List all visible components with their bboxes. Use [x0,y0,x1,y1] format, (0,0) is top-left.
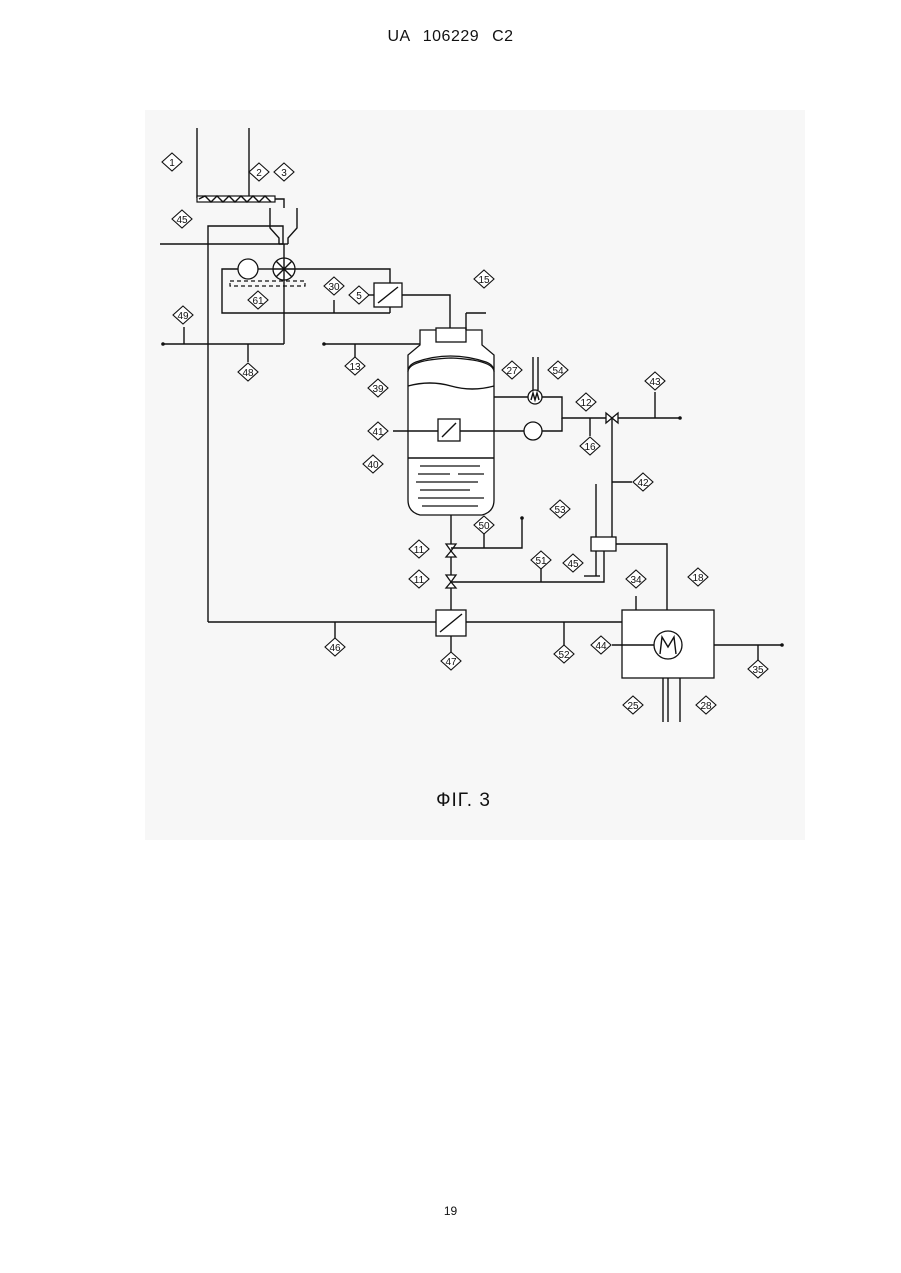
reactor-vessel [408,328,494,610]
svg-text:61: 61 [252,296,264,307]
svg-text:34: 34 [630,575,642,586]
tag-3: 3 [274,163,294,181]
svg-text:48: 48 [242,368,254,379]
tag-15: 15 [474,270,494,288]
svg-text:18: 18 [692,573,704,584]
tag-50: 50 [474,516,494,534]
svg-text:52: 52 [558,650,570,661]
svg-text:35: 35 [752,665,764,676]
figure-caption: ФІГ. 3 [0,790,901,812]
svg-text:46: 46 [329,643,341,654]
svg-text:49: 49 [177,311,189,322]
filter-5 [368,283,450,330]
svg-text:28: 28 [700,701,712,712]
svg-text:27: 27 [506,366,518,377]
tag-41: 41 [368,422,388,440]
svg-text:45: 45 [567,559,579,570]
tag-35: 35 [748,660,768,678]
tag-13: 13 [345,357,365,375]
tag-39: 39 [368,379,388,397]
tag-28: 28 [696,696,716,714]
tag-27: 27 [502,361,522,379]
svg-text:11: 11 [414,575,425,586]
svg-text:16: 16 [584,442,596,453]
svg-text:40: 40 [367,460,379,471]
svg-text:41: 41 [372,427,384,438]
svg-text:44: 44 [595,641,607,652]
tag-53: 53 [550,500,570,518]
tag-42: 42 [633,473,653,491]
filter-47 [208,610,622,652]
svg-text:15: 15 [478,275,490,286]
mixer-53 [584,482,667,610]
tag-45-top: 45 [172,210,192,228]
svg-text:51: 51 [535,556,547,567]
svg-text:47: 47 [445,657,457,668]
svg-text:53: 53 [554,505,566,516]
svg-text:11: 11 [414,545,425,556]
svg-text:43: 43 [649,377,661,388]
tag-43: 43 [645,372,665,390]
svg-text:39: 39 [372,384,384,395]
svg-text:1: 1 [169,158,175,169]
tag-51: 51 [531,551,551,569]
tag-61: 61 [248,291,268,309]
tag-48: 48 [238,363,258,381]
tag-34: 34 [626,570,646,588]
tag-11-lower: 11 [409,570,429,588]
svg-text:25: 25 [627,701,639,712]
valve-16 [590,392,682,540]
circulation-pump-top [238,259,273,279]
rotary-feeder [273,244,295,280]
valve-11-upper [446,544,456,557]
svg-text:5: 5 [356,291,362,302]
svg-text:42: 42 [637,478,649,489]
page-number: 19 [0,1204,901,1218]
tag-45-lower: 45 [563,554,583,572]
tag-1: 1 [162,153,182,171]
svg-text:54: 54 [552,366,564,377]
tag-18: 18 [688,568,708,586]
tag-46: 46 [325,638,345,656]
recycle-pump [524,422,542,440]
tag-54: 54 [548,361,568,379]
svg-text:50: 50 [478,521,490,532]
feed-hopper [197,128,284,208]
tag-47: 47 [441,652,461,670]
tag-12: 12 [576,393,596,411]
svg-text:12: 12 [580,398,592,409]
tag-16: 16 [580,437,600,455]
svg-text:13: 13 [349,362,361,373]
tag-44: 44 [591,636,611,654]
tag-40: 40 [363,455,383,473]
line-48 [161,327,284,362]
svg-text:45: 45 [176,215,188,226]
svg-text:30: 30 [328,282,340,293]
svg-text:2: 2 [256,168,262,179]
tag-49: 49 [173,306,193,324]
tag-52: 52 [554,645,574,663]
tag-5: 5 [349,286,369,304]
tag-11-upper: 11 [409,540,429,558]
tag-2: 2 [249,163,269,181]
tag-30: 30 [324,277,344,295]
tag-25: 25 [623,696,643,714]
svg-text:3: 3 [281,168,287,179]
